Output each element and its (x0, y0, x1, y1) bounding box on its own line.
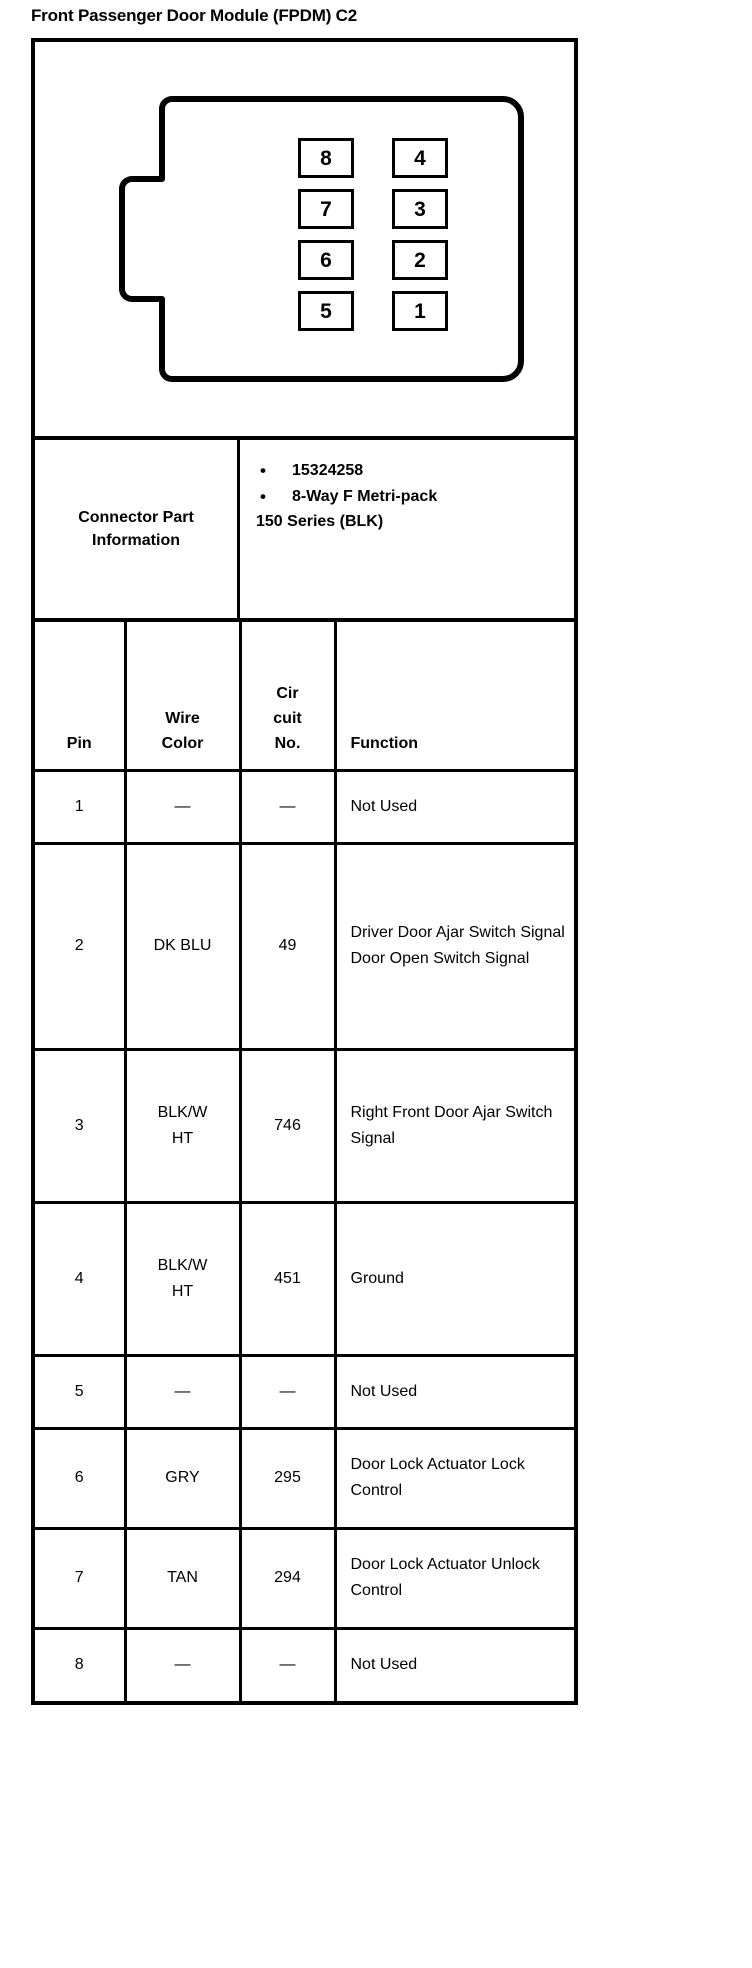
pin-assignment-table: Pin Wire Color Cir cuit No. Function (35, 622, 574, 1701)
cell-function: Driver Door Ajar Switch Signal Door Open… (335, 843, 574, 1051)
wire-color-line1: — (174, 1382, 191, 1400)
pin-box-1[interactable]: 1 (392, 291, 448, 331)
cell-pin: 8 (35, 1628, 127, 1701)
pin-layout-grid: 8 4 7 3 6 2 5 1 (298, 138, 448, 331)
cell-function: Not Used (350, 1656, 418, 1674)
cell-wire-color: TAN (125, 1528, 242, 1630)
pin-box-7[interactable]: 7 (298, 189, 354, 229)
connector-diagram: 8 4 7 3 6 2 5 1 (35, 42, 574, 440)
cell-pin: 2 (35, 843, 127, 1051)
column-header-circuit-line2: cuit (273, 709, 302, 727)
connector-type: 8-Way F Metri-pack (256, 483, 564, 510)
wire-color-line2: HT (171, 1282, 194, 1300)
connector-outline-icon (119, 96, 524, 382)
table-row: 8 — — Not Used (35, 1628, 574, 1701)
pin-box-8[interactable]: 8 (298, 138, 354, 178)
column-header-pin: Pin (35, 622, 127, 772)
column-header-wire-color: Wire Color (125, 622, 242, 772)
connector-part-information-body: 15324258 8-Way F Metri-pack 150 Series (… (240, 440, 574, 618)
connector-part-information-label: Connector Part Information (35, 440, 240, 618)
connector-part-number: 15324258 (256, 457, 564, 484)
cell-circuit-no: — (240, 770, 337, 845)
cell-circuit-no: 49 (240, 843, 337, 1051)
pin-box-4[interactable]: 4 (392, 138, 448, 178)
column-header-circuit-line1: Cir (276, 685, 299, 703)
page-title: Front Passenger Door Module (FPDM) C2 (31, 6, 358, 25)
grid-gap (354, 189, 392, 229)
cell-function: Ground (335, 1202, 574, 1357)
wire-color-line1: TAN (167, 1569, 198, 1587)
cell-pin: 6 (35, 1428, 127, 1530)
table-row: 1——Not Used (35, 770, 574, 845)
connector-series: 150 Series (BLK) (256, 513, 384, 531)
grid-gap (354, 138, 392, 178)
pin-box-6[interactable]: 6 (298, 240, 354, 280)
cell-wire-color: — (125, 770, 242, 845)
cell-function: Right Front Door Ajar Switch Signal (335, 1049, 574, 1204)
grid-gap (354, 240, 392, 280)
cell-function: Not Used (335, 770, 574, 845)
cell-pin: 1 (35, 770, 127, 845)
connector-info-frame: 8 4 7 3 6 2 5 1 Connector Part Informati… (31, 38, 578, 1705)
cell-pin: 7 (35, 1528, 127, 1630)
cell-wire-color: GRY (125, 1428, 242, 1530)
cell-circuit-no: 295 (240, 1428, 337, 1530)
column-header-function-label: Function (350, 734, 419, 752)
connector-part-bullet-list: 15324258 8-Way F Metri-pack (256, 457, 564, 510)
cell-wire-color: DK BLU (125, 843, 242, 1051)
column-header-function: Function (335, 622, 574, 772)
column-header-pin-label: Pin (66, 734, 92, 752)
cell-wire-color: BLK/W HT (125, 1202, 242, 1357)
pin-box-3[interactable]: 3 (392, 189, 448, 229)
cell-function: Door Lock Actuator Unlock Control (335, 1528, 574, 1630)
cell-circuit-no: 294 (240, 1528, 337, 1630)
column-header-wire-line1: Wire (165, 709, 200, 727)
wire-color-line1: BLK/W (157, 1256, 208, 1274)
wire-color-line2: HT (171, 1129, 194, 1147)
table-header-row: Pin Wire Color Cir cuit No. Function (35, 622, 574, 772)
wire-color-line1: DK BLU (153, 937, 212, 955)
cell-pin: 3 (35, 1049, 127, 1204)
cell-pin: 4 (35, 1202, 127, 1357)
cell-wire-color: — (125, 1355, 242, 1430)
cell-function: Not Used (335, 1355, 574, 1430)
grid-gap (354, 291, 392, 331)
connector-part-information-row: Connector Part Information 15324258 8-Wa… (35, 440, 574, 622)
cell-circuit-no: 746 (240, 1049, 337, 1204)
table-row: 5——Not Used (35, 1355, 574, 1430)
cell-function: Door Lock Actuator Lock Control (335, 1428, 574, 1530)
wire-color-line1: GRY (165, 1469, 200, 1487)
column-header-wire-line2: Color (161, 734, 204, 752)
wire-color-line1: — (174, 797, 191, 815)
cell-circuit-no: — (240, 1355, 337, 1430)
column-header-circuit-no: Cir cuit No. (240, 622, 337, 772)
cell-circuit-no: 451 (240, 1202, 337, 1357)
pin-box-5[interactable]: 5 (298, 291, 354, 331)
cell-pin: 5 (35, 1355, 127, 1430)
pin-box-2[interactable]: 2 (392, 240, 448, 280)
cell-wire-color: BLK/W HT (125, 1049, 242, 1204)
column-header-circuit-line3: No. (274, 734, 301, 752)
wire-color-line1: BLK/W (157, 1103, 208, 1121)
wire-color-line1: — (174, 1656, 191, 1674)
cell-circuit-no: — (240, 1628, 337, 1701)
cell-wire-color: — (125, 1628, 242, 1701)
